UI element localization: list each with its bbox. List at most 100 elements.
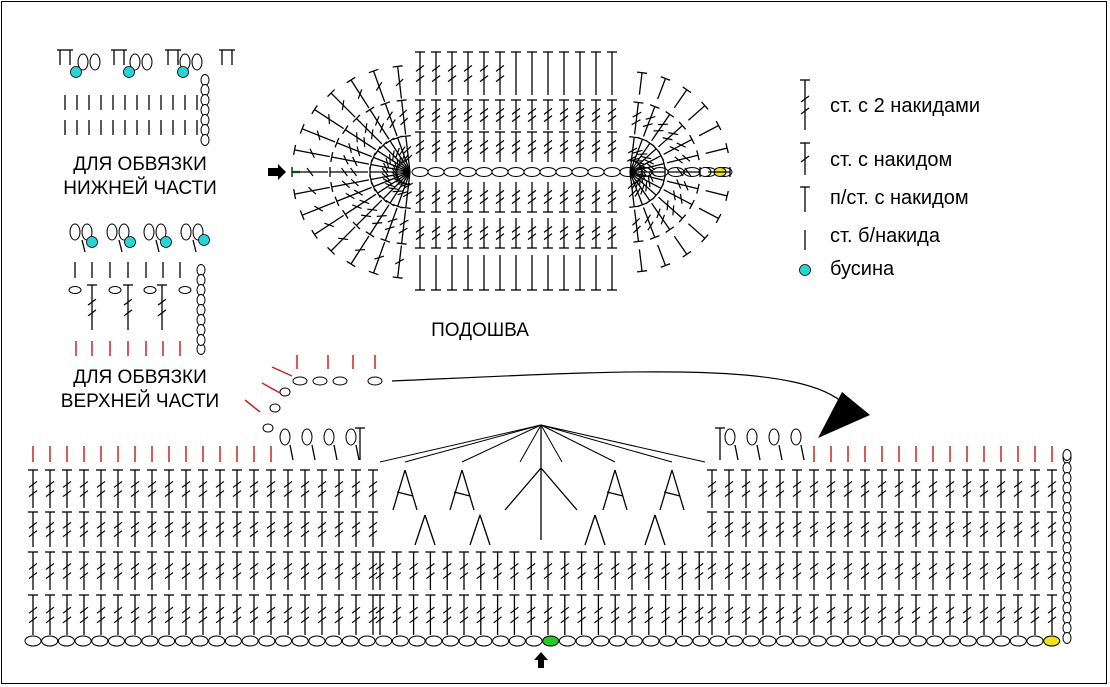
stitch-slash — [352, 204, 362, 209]
tr-symbol — [962, 551, 972, 590]
stitch-post — [642, 207, 656, 238]
tr-symbol — [741, 469, 751, 508]
stitch-slash — [463, 115, 473, 123]
stitch-line — [756, 444, 761, 461]
stitch-slash — [543, 197, 553, 205]
tr-symbol — [996, 511, 1006, 547]
stitch-slash — [809, 616, 819, 624]
stitch-slash — [962, 606, 972, 614]
picot-chain — [77, 53, 89, 71]
stitch-slash — [459, 562, 469, 570]
tr-symbol — [266, 594, 276, 635]
stitch-slash — [395, 78, 404, 87]
stitch-top — [633, 101, 644, 104]
chain-stitch — [279, 387, 291, 397]
stitch-line — [355, 444, 360, 461]
tr-symbol — [775, 594, 785, 635]
tr-symbol — [415, 182, 425, 213]
stitch-slash — [510, 616, 519, 624]
stitch-line — [671, 469, 685, 511]
hdc-symbol — [415, 255, 425, 291]
stitch-slash — [792, 530, 802, 538]
stitch-slash — [249, 562, 259, 570]
hdc-symbol — [479, 255, 489, 291]
foundation-chain — [642, 635, 660, 647]
stitch-slash — [996, 572, 1006, 580]
tr-symbol — [758, 511, 768, 547]
foundation-chain — [909, 635, 927, 647]
stitch-slash — [575, 107, 585, 115]
join-arrow-line — [391, 371, 846, 406]
stitch-slash — [928, 521, 938, 529]
tr-symbol — [45, 594, 55, 635]
stitch-slash — [641, 156, 652, 160]
bead-icon — [70, 66, 82, 78]
stitch-slash — [232, 562, 242, 570]
stitch-slash — [495, 75, 505, 83]
stitch-line — [192, 239, 197, 253]
stitch-slash — [334, 572, 344, 580]
stitch-slash — [826, 572, 836, 580]
tr-symbol — [495, 182, 505, 213]
tr-symbol — [631, 101, 644, 135]
hdc-symbol — [511, 51, 521, 95]
stitch-slash — [511, 147, 521, 155]
legend-symbols — [799, 79, 811, 276]
stitch-top — [637, 136, 648, 142]
tr-symbol — [543, 99, 553, 130]
tr-symbol — [660, 594, 671, 635]
tr-symbol — [334, 551, 344, 590]
stitch-slash — [147, 616, 157, 624]
tr-symbol — [860, 551, 870, 590]
foundation-chain — [308, 635, 326, 647]
tr-symbol — [677, 551, 688, 590]
tr-symbol — [365, 106, 390, 140]
stitch-slash — [96, 480, 106, 488]
stitch-slash — [232, 572, 242, 580]
stitch-slash — [351, 606, 361, 614]
stitch-slash — [375, 562, 385, 570]
tr-symbol — [607, 131, 617, 162]
picot-chain — [768, 428, 780, 446]
stitch-slash — [792, 521, 802, 529]
stitch-slash — [392, 562, 402, 570]
stitch-slash — [198, 616, 208, 624]
tr-symbol — [575, 131, 585, 162]
tr-symbol — [28, 594, 38, 635]
stitch-slash — [724, 616, 734, 624]
stitch-slash — [334, 616, 344, 624]
stitch-slash — [479, 147, 489, 155]
stitch-slash — [353, 189, 364, 196]
tr-symbol — [543, 218, 553, 249]
stitch-post — [397, 171, 411, 207]
stitch-slash — [758, 606, 768, 614]
tr-symbol — [475, 551, 486, 590]
tr-symbol — [707, 469, 717, 508]
stitch-slash — [678, 616, 687, 624]
stitch-post — [384, 207, 398, 241]
stitch-slash — [266, 490, 276, 498]
picot-chain — [89, 53, 101, 71]
stitch-top — [385, 137, 395, 145]
tr-symbol — [911, 469, 921, 508]
tr-symbol — [380, 207, 398, 243]
tr-symbol — [317, 511, 327, 547]
stitch-slash — [113, 616, 123, 624]
dc-symbol — [392, 245, 405, 279]
foundation-chain — [1009, 635, 1027, 647]
foundation-chain — [507, 167, 525, 177]
stitch-slash — [415, 139, 425, 147]
stitch-slash — [215, 530, 225, 538]
tr-symbol — [368, 511, 378, 547]
stitch-slash — [300, 490, 310, 498]
chain-stitch — [143, 286, 157, 294]
stitch-slash — [644, 572, 654, 580]
legend-text-bead: бусина — [830, 258, 895, 280]
chain-stitch — [262, 423, 274, 433]
tr-symbol — [334, 137, 372, 158]
stitch-slash — [96, 562, 106, 570]
stitch-post — [405, 136, 411, 173]
foundation-chain — [492, 635, 510, 647]
foundation-chain — [742, 635, 760, 647]
stitch-slash — [775, 572, 785, 580]
